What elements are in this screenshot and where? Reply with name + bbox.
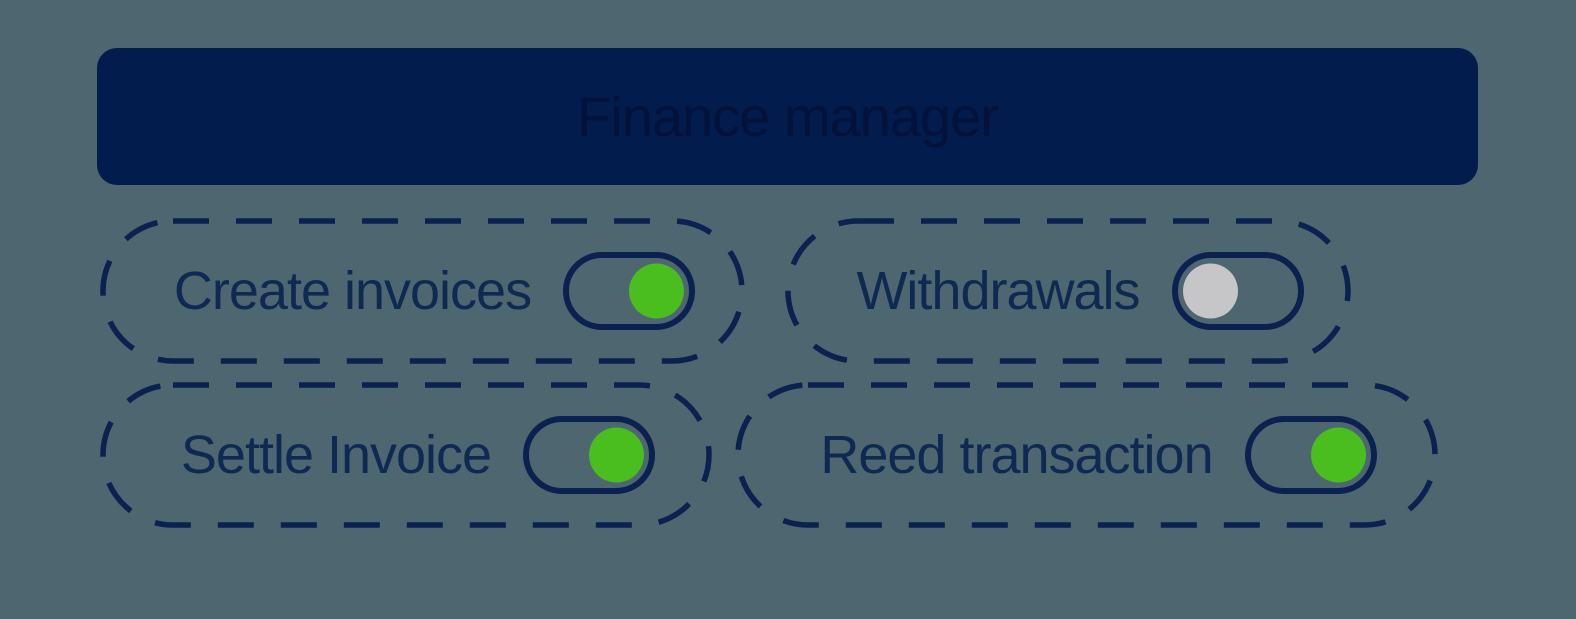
reed-transaction-toggle[interactable] [1244,416,1377,494]
create-invoices-label: Create invoices [173,261,532,321]
toggle-knob [1182,263,1238,319]
reed-transaction-label: Reed transaction [820,425,1213,485]
feature-row-settle-invoice: Settle Invoice [100,382,712,528]
settle-invoice-toggle[interactable] [523,416,656,494]
settle-invoice-label: Settle Invoice [180,425,492,485]
withdrawals-toggle[interactable] [1171,252,1304,330]
create-invoices-toggle[interactable] [563,252,696,330]
withdrawals-label: Withdrawals [856,261,1140,321]
app-title: Finance manager [577,85,999,148]
header-banner: Finance manager [97,48,1478,185]
feature-row-withdrawals: Withdrawals [785,218,1351,364]
feature-row-reed-transaction: Reed transaction [735,382,1438,528]
toggle-knob [629,263,685,319]
toggle-knob [589,427,645,483]
toggle-knob [1310,427,1366,483]
feature-row-create-invoices: Create invoices [100,218,745,364]
